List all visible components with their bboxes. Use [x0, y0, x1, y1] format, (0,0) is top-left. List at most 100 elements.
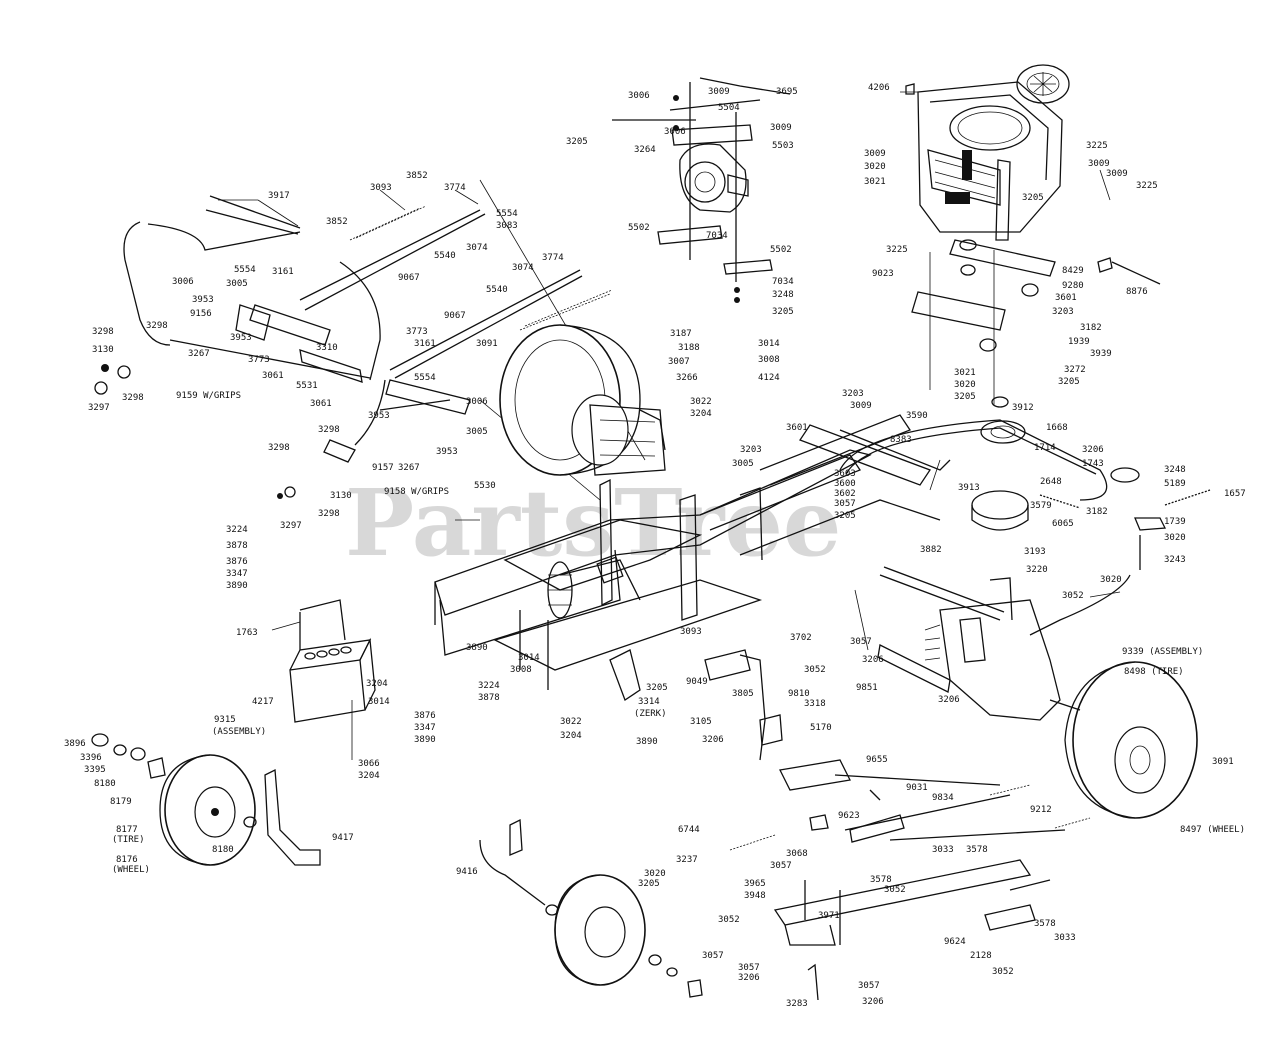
part-number-label[interactable]: 3009 — [1106, 169, 1128, 179]
part-number-label[interactable]: 3204 — [690, 409, 712, 419]
part-number-label[interactable]: 3203 — [740, 445, 762, 455]
part-number-label[interactable]: 3601 — [786, 423, 808, 433]
part-number-label[interactable]: 3014 — [368, 697, 390, 707]
part-number-label[interactable]: 3066 — [358, 759, 380, 769]
part-number-label[interactable]: 3953 — [368, 411, 390, 421]
part-number-label[interactable]: 5502 — [628, 223, 650, 233]
part-number-label[interactable]: 8497 (WHEEL) — [1180, 825, 1245, 835]
part-number-label[interactable]: 3266 — [676, 373, 698, 383]
part-number-label[interactable]: 3225 — [886, 245, 908, 255]
part-number-label[interactable]: 3297 — [280, 521, 302, 531]
part-number-label[interactable]: 3264 — [634, 145, 656, 155]
part-number-label[interactable]: 3205 — [834, 511, 856, 521]
part-number-label[interactable]: 3052 — [992, 967, 1014, 977]
part-number-label[interactable]: 3298 — [318, 425, 340, 435]
part-number-label[interactable]: (ASSEMBLY) — [212, 727, 266, 737]
part-number-label[interactable]: 3007 — [668, 357, 690, 367]
part-number-label[interactable]: 9031 — [906, 783, 928, 793]
part-number-label[interactable]: 3283 — [786, 999, 808, 1009]
part-number-label[interactable]: 3205 — [772, 307, 794, 317]
part-number-label[interactable]: 9023 — [872, 269, 894, 279]
part-number-label[interactable]: 3220 — [1026, 565, 1048, 575]
part-number-label[interactable]: 3005 — [466, 427, 488, 437]
part-number-label[interactable]: 3009 — [850, 401, 872, 411]
part-number-label[interactable]: 3021 — [864, 177, 886, 187]
part-number-label[interactable]: 3298 — [92, 327, 114, 337]
part-number-label[interactable]: 3774 — [444, 183, 466, 193]
part-number-label[interactable]: 8177 — [116, 825, 138, 835]
part-number-label[interactable]: 3006 — [172, 277, 194, 287]
part-number-label[interactable]: 8876 — [1126, 287, 1148, 297]
part-number-label[interactable]: 5170 — [810, 723, 832, 733]
part-number-label[interactable]: 5503 — [772, 141, 794, 151]
part-number-label[interactable]: 5554 — [414, 373, 436, 383]
part-number-label[interactable]: 3033 — [1054, 933, 1076, 943]
part-number-label[interactable]: 3318 — [804, 699, 826, 709]
part-number-label[interactable]: 9067 — [398, 273, 420, 283]
part-number-label[interactable]: 3298 — [122, 393, 144, 403]
part-number-label[interactable]: 3008 — [758, 355, 780, 365]
part-number-label[interactable]: 1939 — [1068, 337, 1090, 347]
part-number-label[interactable]: 3203 — [1052, 307, 1074, 317]
part-number-label[interactable]: 9158 W/GRIPS — [384, 487, 449, 497]
part-number-label[interactable]: 9067 — [444, 311, 466, 321]
part-number-label[interactable]: 9624 — [944, 937, 966, 947]
part-number-label[interactable]: 3014 — [518, 653, 540, 663]
part-number-label[interactable]: 8180 — [212, 845, 234, 855]
part-number-label[interactable]: 3243 — [1164, 555, 1186, 565]
part-number-label[interactable]: 3896 — [64, 739, 86, 749]
part-number-label[interactable]: 3267 — [398, 463, 420, 473]
part-number-label[interactable]: 3206 — [862, 655, 884, 665]
part-number-label[interactable]: 5530 — [474, 481, 496, 491]
part-number-label[interactable]: 8180 — [94, 779, 116, 789]
part-number-label[interactable]: 3310 — [316, 343, 338, 353]
part-number-label[interactable]: 3890 — [636, 737, 658, 747]
part-number-label[interactable]: 3205 — [1058, 377, 1080, 387]
part-number-label[interactable]: 9212 — [1030, 805, 1052, 815]
part-number-label[interactable]: 3009 — [864, 149, 886, 159]
part-number-label[interactable]: 3161 — [414, 339, 436, 349]
part-number-label[interactable]: 3006 — [628, 91, 650, 101]
part-number-label[interactable]: 3006 — [466, 397, 488, 407]
part-number-label[interactable]: 3347 — [226, 569, 248, 579]
part-number-label[interactable]: 1763 — [236, 628, 258, 638]
part-number-label[interactable]: 3083 — [496, 221, 518, 231]
part-number-label[interactable]: 5540 — [434, 251, 456, 261]
part-number-label[interactable]: 3022 — [690, 397, 712, 407]
part-number-label[interactable]: 3205 — [1022, 193, 1044, 203]
part-number-label[interactable]: 3347 — [414, 723, 436, 733]
part-number-label[interactable]: 3068 — [786, 849, 808, 859]
part-number-label[interactable]: 3020 — [1164, 533, 1186, 543]
part-number-label[interactable]: 7034 — [706, 231, 728, 241]
part-number-label[interactable]: 9416 — [456, 867, 478, 877]
part-number-label[interactable]: 9156 — [190, 309, 212, 319]
part-number-label[interactable]: 3948 — [744, 891, 766, 901]
part-number-label[interactable]: 3074 — [466, 243, 488, 253]
part-number-label[interactable]: 8179 — [110, 797, 132, 807]
part-number-label[interactable]: 5540 — [486, 285, 508, 295]
part-number-label[interactable]: 3912 — [1012, 403, 1034, 413]
part-number-label[interactable]: 3204 — [358, 771, 380, 781]
part-number-label[interactable]: 1739 — [1164, 517, 1186, 527]
part-number-label[interactable]: 9049 — [686, 677, 708, 687]
part-number-label[interactable]: 3248 — [772, 290, 794, 300]
part-number-label[interactable]: 3878 — [226, 541, 248, 551]
part-number-label[interactable]: 3061 — [310, 399, 332, 409]
part-number-label[interactable]: 3298 — [268, 443, 290, 453]
part-number-label[interactable]: 3917 — [268, 191, 290, 201]
part-number-label[interactable]: 3057 — [858, 981, 880, 991]
part-number-label[interactable]: 3006 — [664, 127, 686, 137]
part-number-label[interactable]: 3021 — [954, 368, 976, 378]
part-number-label[interactable]: 3091 — [476, 339, 498, 349]
part-number-label[interactable]: 3052 — [1062, 591, 1084, 601]
part-number-label[interactable]: 8429 — [1062, 266, 1084, 276]
part-number-label[interactable]: 1743 — [1082, 459, 1104, 469]
part-number-label[interactable]: 3188 — [678, 343, 700, 353]
part-number-label[interactable]: 3602 — [834, 489, 856, 499]
part-number-label[interactable]: 3971 — [818, 911, 840, 921]
part-number-label[interactable]: 3225 — [1086, 141, 1108, 151]
part-number-label[interactable]: 3020 — [954, 380, 976, 390]
part-number-label[interactable]: 3913 — [958, 483, 980, 493]
part-number-label[interactable]: 3225 — [1136, 181, 1158, 191]
part-number-label[interactable]: 8383 — [890, 435, 912, 445]
